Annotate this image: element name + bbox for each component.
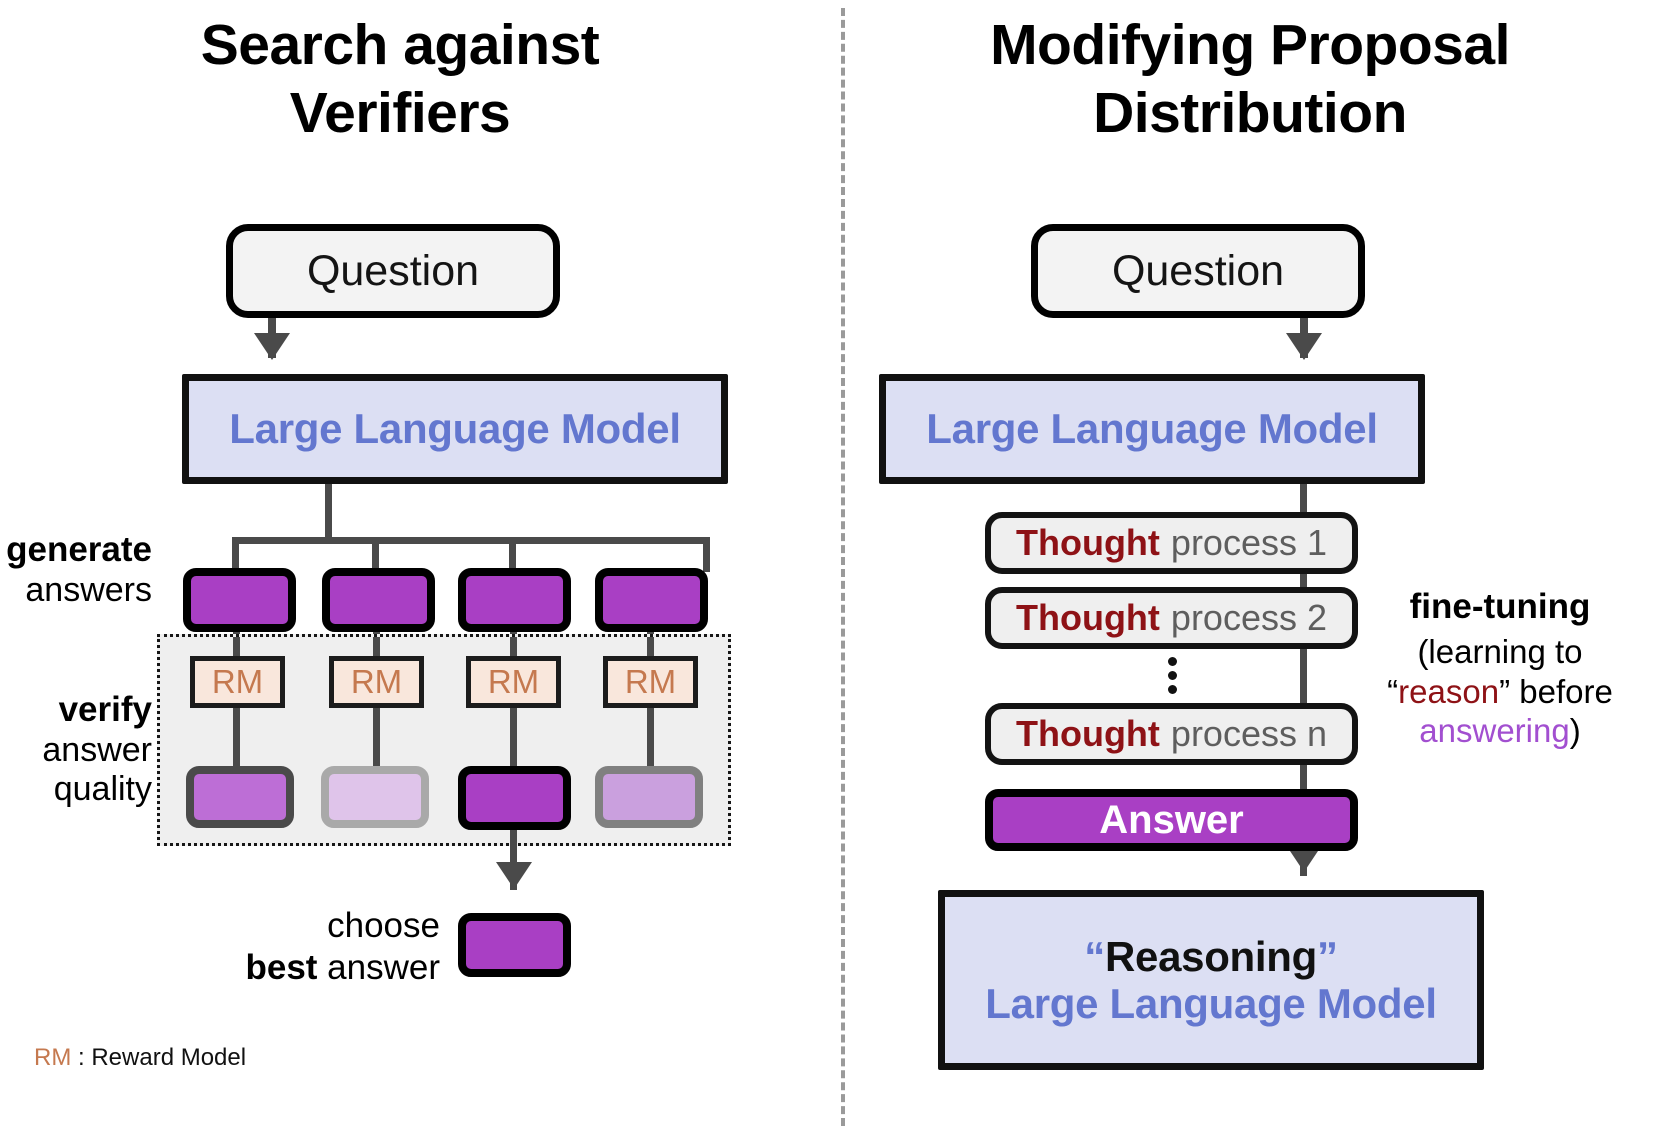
connector-rm1-to-score1 (233, 708, 240, 768)
best-answer-chip[interactable] (458, 913, 571, 977)
label-choose-best-answer: choose best answer (200, 905, 440, 989)
reasoning-quote-open: “ (1084, 932, 1105, 980)
reasoning-llm-box[interactable]: “Reasoning” Large Language Model (938, 890, 1484, 1070)
label-choose-strong: best (245, 948, 318, 987)
fine-tuning-answering-word: answering (1419, 712, 1570, 750)
scored-answer-chip-2[interactable] (321, 766, 429, 828)
connector-branch-3 (509, 537, 516, 572)
label-generate-rest: answers (25, 570, 152, 609)
thought-process-box-2[interactable]: Thought process 2 (985, 587, 1358, 649)
thought-strong-n: Thought (1015, 713, 1160, 754)
right-panel-title-line1: Modifying Proposal (990, 13, 1510, 78)
scored-answer-chip-1[interactable] (186, 766, 294, 828)
generated-answer-chip-1[interactable] (183, 568, 296, 632)
fine-tuning-line2: (learning to (1417, 633, 1583, 670)
reward-model-box-4[interactable]: RM (603, 656, 698, 708)
connector-answer1-into-region (233, 637, 240, 659)
generated-answer-chip-4[interactable] (595, 568, 708, 632)
arrowhead-best-answer (496, 862, 532, 889)
left-panel-title-line1: Search against (200, 13, 600, 78)
label-verify-strong: verify (58, 690, 152, 729)
left-llm-box[interactable]: Large Language Model (182, 374, 728, 484)
connector-branch-4 (703, 537, 710, 572)
panel-divider (841, 8, 845, 1126)
left-llm-label: Large Language Model (229, 405, 681, 452)
thought-rest-n: process n (1170, 713, 1327, 754)
legend-rm-value: Reward Model (91, 1044, 247, 1071)
right-llm-box[interactable]: Large Language Model (879, 374, 1425, 484)
connector-llm-trunk (325, 484, 332, 542)
thought-rest-1: process 1 (1170, 522, 1327, 563)
label-choose-line1: choose (327, 906, 440, 945)
reasoning-llm-sub-label: Large Language Model (985, 980, 1437, 1027)
connector-answer2-into-region (373, 637, 380, 659)
connector-fanout-bus (232, 537, 710, 544)
reasoning-word: Reasoning (1105, 932, 1317, 980)
legend-reward-model: RM : Reward Model (34, 1044, 246, 1072)
arrowhead-question-to-llm (254, 333, 290, 360)
scored-answer-chip-3-selected[interactable] (458, 766, 571, 830)
thought-process-box-1[interactable]: Thought process 1 (985, 512, 1358, 574)
right-panel-title-line2: Distribution (1093, 81, 1407, 146)
label-generate: generate answers (0, 530, 152, 610)
thought-strong-2: Thought (1015, 597, 1160, 638)
connector-branch-1 (232, 537, 239, 572)
reward-model-box-2[interactable]: RM (329, 656, 424, 708)
connector-fine-tuning (1300, 484, 1307, 876)
fine-tuning-quote-open: “ (1387, 672, 1399, 710)
rm-label-1: RM (211, 663, 264, 700)
thought-rest-2: process 2 (1170, 597, 1327, 638)
generated-answer-chip-2[interactable] (322, 568, 435, 632)
connector-answer3-into-region (510, 637, 517, 659)
left-question-box[interactable]: Question (226, 224, 560, 318)
label-verify: verify answer quality (0, 690, 152, 809)
fine-tuning-reason-word: reason (1398, 672, 1500, 710)
arrowhead-right-question-to-llm (1286, 333, 1322, 360)
connector-rm3-to-score3 (510, 708, 517, 768)
right-llm-label: Large Language Model (926, 405, 1378, 452)
connector-answer4-into-region (647, 637, 654, 659)
reasoning-quoted-title: “Reasoning” (1084, 932, 1338, 980)
right-question-box[interactable]: Question (1031, 224, 1365, 318)
rm-label-2: RM (350, 663, 403, 700)
left-question-label: Question (306, 246, 480, 295)
label-verify-rest-2: quality (53, 770, 152, 809)
reward-model-box-1[interactable]: RM (190, 656, 285, 708)
right-question-label: Question (1111, 246, 1285, 295)
fine-tuning-caption: fine-tuning (learning to “reason” before… (1340, 586, 1660, 751)
reward-model-box-3[interactable]: RM (466, 656, 561, 708)
right-answer-box[interactable]: Answer (985, 789, 1358, 851)
connector-rm2-to-score2 (373, 708, 380, 768)
connector-best-answer (510, 830, 517, 890)
label-generate-strong: generate (6, 530, 152, 569)
rm-label-3: RM (487, 663, 540, 700)
fine-tuning-quote-close: ” (1499, 672, 1511, 710)
vertical-ellipsis-icon (1167, 657, 1177, 694)
connector-rm4-to-score4 (647, 708, 654, 768)
fine-tuning-title: fine-tuning (1409, 587, 1591, 626)
generated-answer-chip-3[interactable] (458, 568, 571, 632)
fine-tuning-line4-after: ) (1569, 712, 1581, 750)
scored-answer-chip-4[interactable] (595, 766, 703, 828)
thought-process-box-n[interactable]: Thought process n (985, 703, 1358, 765)
legend-separator: : (71, 1044, 92, 1071)
label-choose-rest: answer (327, 948, 440, 987)
right-answer-label: Answer (1099, 797, 1244, 842)
thought-strong-1: Thought (1015, 522, 1160, 563)
fine-tuning-line3-after: before (1510, 672, 1613, 710)
reasoning-quote-close: ” (1317, 932, 1338, 980)
left-panel-title-line2: Verifiers (289, 81, 511, 146)
legend-rm-key: RM (34, 1044, 72, 1071)
label-verify-rest-1: answer (42, 730, 152, 769)
connector-branch-2 (372, 537, 379, 572)
rm-label-4: RM (624, 663, 677, 700)
